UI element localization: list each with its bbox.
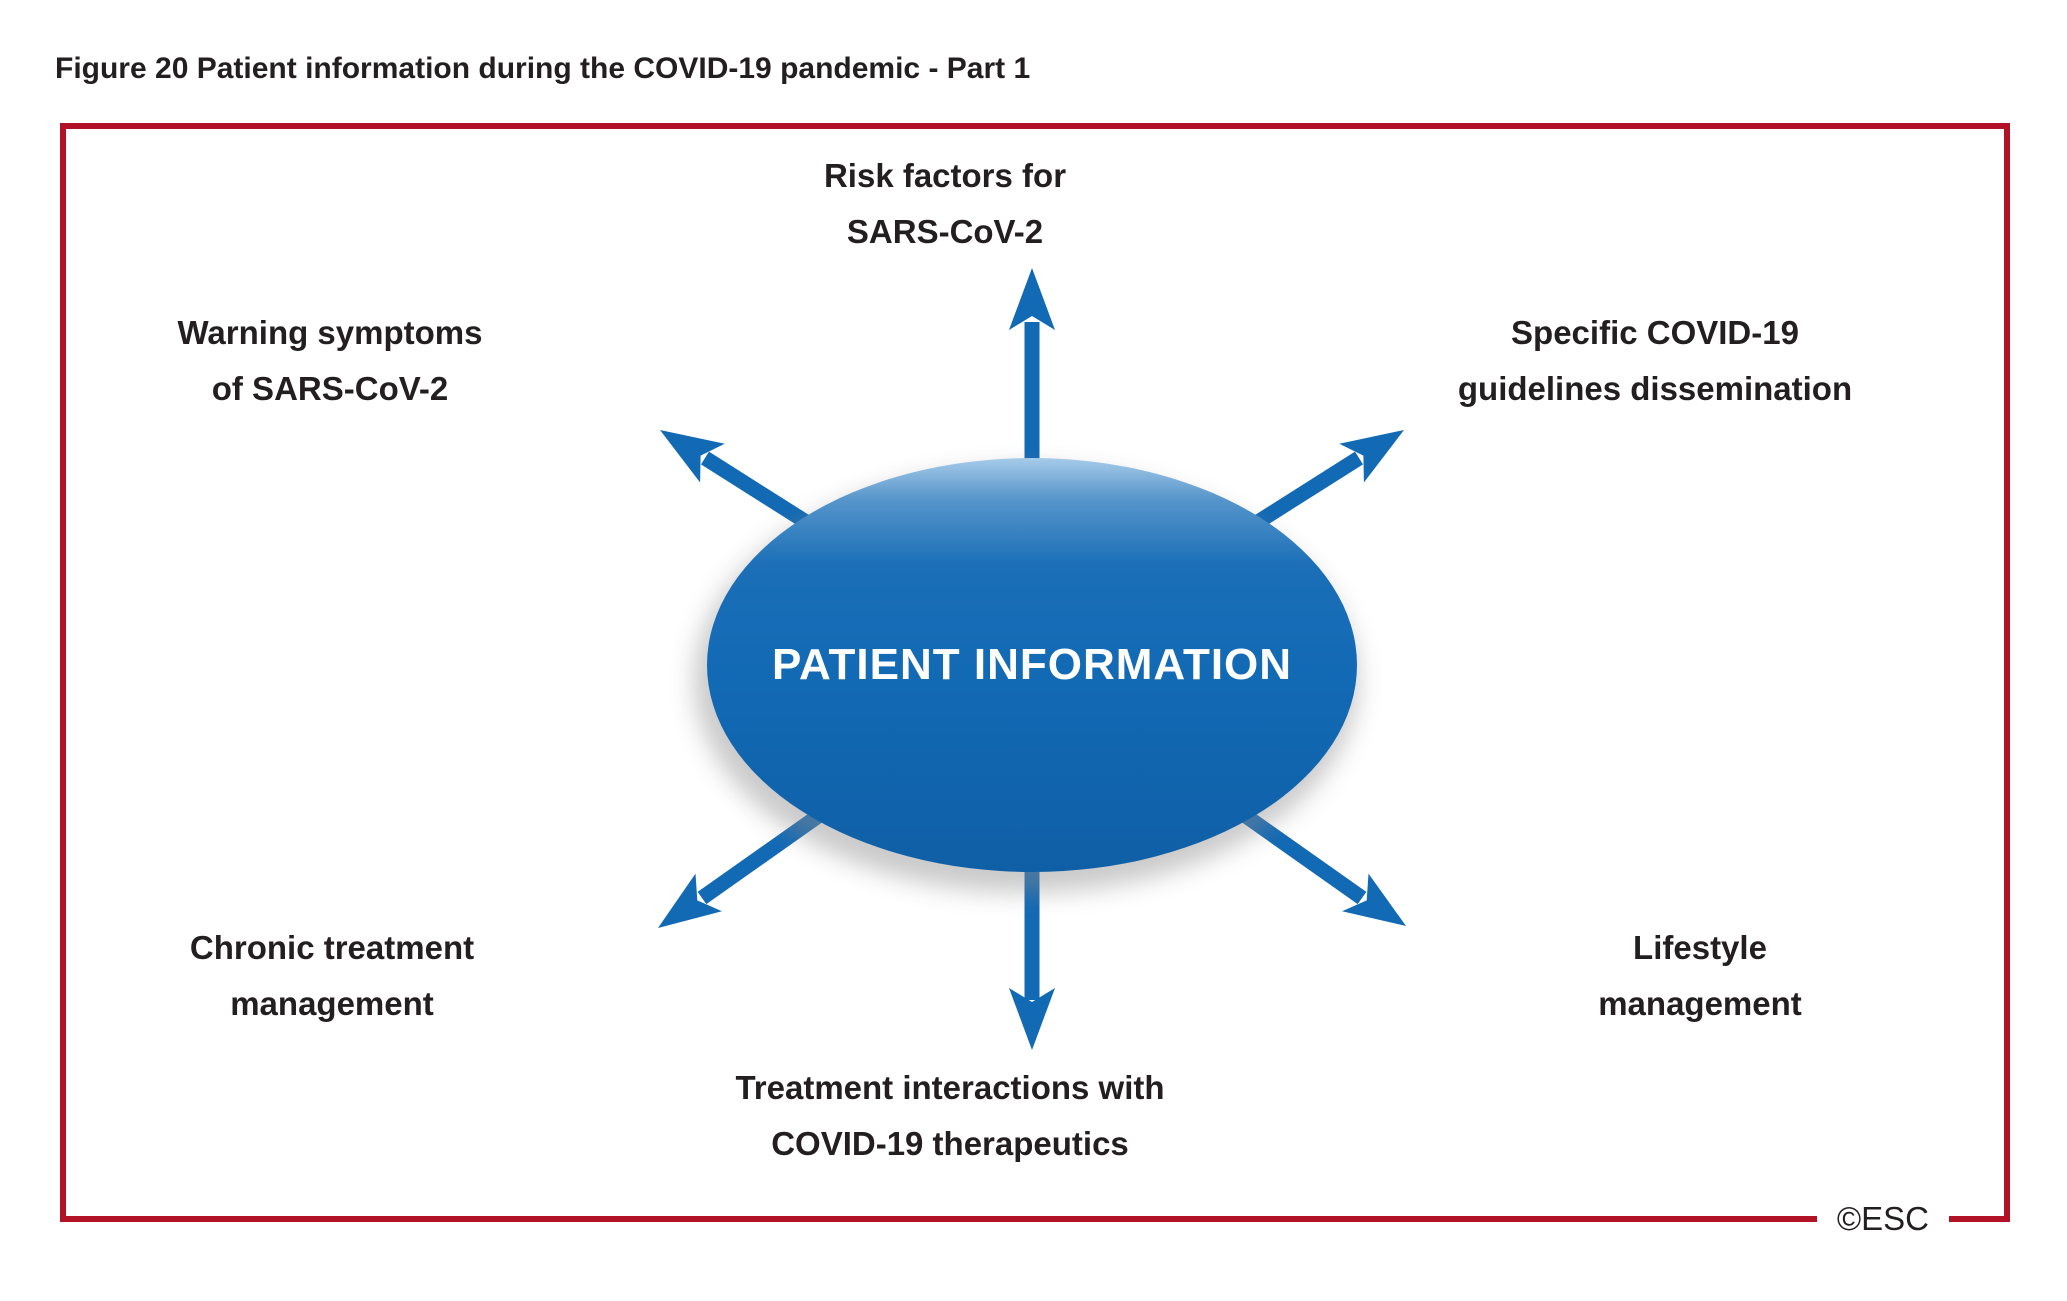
figure-border-box: ©ESC (60, 123, 2010, 1240)
center-label-line1: PATIENT (771, 640, 961, 689)
node-label-line: SARS-CoV-2 (846, 213, 1044, 250)
figure-title: Figure 20 Patient information during the… (55, 52, 1031, 85)
arrowhead-top-left-icon (660, 430, 725, 483)
node-label-treatment-interactions: Treatment interactions with COVID-19 the… (735, 1060, 1164, 1172)
node-label-line: Chronic treatment (189, 929, 475, 966)
node-label-line: guidelines dissemination (1457, 370, 1853, 407)
center-label-line2: INFORMATION (973, 640, 1293, 689)
esc-credit: ©ESC (1816, 1198, 1949, 1240)
node-label-line: Warning symptoms (177, 314, 483, 351)
node-label-lifestyle-management: Lifestyle management (1598, 920, 1802, 1032)
node-label-line: of SARS-CoV-2 (211, 370, 449, 407)
node-label-warning-symptoms: Warning symptoms of SARS-CoV-2 (178, 305, 483, 417)
arrowhead-bottom-left-icon (658, 873, 722, 928)
node-label-line: COVID-19 therapeutics (771, 1125, 1129, 1162)
arrow-heads (658, 268, 1406, 1050)
node-label-line: management (1598, 985, 1802, 1022)
arrowhead-top-right-icon (1339, 430, 1404, 483)
node-label-line: management (230, 985, 434, 1022)
node-label-guidelines-dissemination: Specific COVID-19 guidelines disseminati… (1458, 305, 1852, 417)
node-label-line: Lifestyle (1633, 929, 1767, 966)
node-label-line: Risk factors for (823, 157, 1067, 194)
center-label: PATIENT INFORMATION (772, 633, 1292, 697)
arrowhead-top-icon (1009, 268, 1055, 330)
node-label-chronic-treatment: Chronic treatment management (190, 920, 474, 1032)
arrowhead-bottom-icon (1009, 988, 1055, 1050)
center-ellipse (707, 458, 1357, 872)
node-label-line: Specific COVID-19 (1511, 314, 1799, 351)
arrowhead-bottom-right-icon (1342, 873, 1406, 926)
node-label-line: Treatment interactions with (735, 1069, 1165, 1106)
node-label-risk-factors: Risk factors for SARS-CoV-2 (824, 148, 1066, 260)
